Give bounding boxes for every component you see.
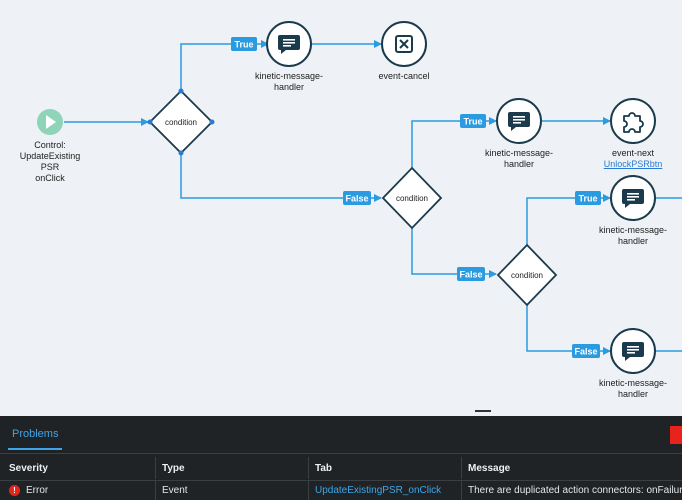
svg-text:True: True	[463, 117, 482, 127]
problems-panel: Problems Severity Type Tab Message ! Err…	[0, 416, 682, 500]
condition-node-1[interactable]: condition	[147, 88, 215, 156]
svg-text:False: False	[574, 347, 597, 357]
message-icon	[622, 189, 644, 208]
condition-label: condition	[396, 194, 428, 203]
handler-label-3: kinetic-message- handler	[588, 225, 678, 247]
panel-close-button[interactable]	[670, 426, 682, 444]
message-icon	[278, 35, 300, 54]
condition-label: condition	[511, 271, 543, 280]
start-label-line: UpdateExisting	[19, 151, 81, 161]
condition-label: condition	[165, 118, 197, 127]
handler-node-2[interactable]	[496, 98, 542, 144]
handler-label-line: kinetic-message-	[598, 225, 668, 235]
false-badge: False	[572, 344, 600, 358]
type-cell: Event	[162, 485, 188, 496]
handler-label-line: kinetic-message-	[484, 148, 554, 158]
false-badge: False	[343, 191, 371, 205]
handler-node-3[interactable]	[610, 175, 656, 221]
event-cancel-label: event-cancel	[364, 71, 444, 82]
severity-text: Error	[26, 485, 49, 496]
problems-table-header: Severity Type Tab Message	[0, 457, 682, 479]
severity-cell: ! Error	[9, 481, 159, 500]
handler-label-line: handler	[617, 236, 649, 246]
svg-text:False: False	[459, 270, 482, 280]
column-header-tab[interactable]: Tab	[315, 462, 333, 474]
svg-text:True: True	[234, 40, 253, 50]
handler-label-line: handler	[273, 82, 305, 92]
event-next-link[interactable]: UnlockPSRbtn	[603, 159, 663, 169]
handler-label-1: kinetic-message- handler	[244, 71, 334, 93]
handler-label-line: handler	[617, 389, 649, 399]
connector-c1-false[interactable]	[180, 151, 382, 202]
column-header-severity[interactable]: Severity	[9, 462, 48, 474]
tab-cell: UpdateExistingPSR_onClick	[315, 481, 465, 500]
table-row[interactable]: ! Error Event UpdateExistingPSR_onClick …	[0, 480, 682, 500]
error-icon: !	[9, 485, 20, 496]
event-cancel-node[interactable]	[381, 21, 427, 67]
handler-label-line: kinetic-message-	[254, 71, 324, 81]
close-box-icon	[395, 35, 413, 53]
message-cell: There are duplicated action connectors: …	[468, 485, 682, 496]
tab-link[interactable]: UpdateExistingPSR_onClick	[315, 485, 442, 496]
true-badge: True	[460, 114, 486, 128]
condition-node-2[interactable]: condition	[381, 166, 443, 230]
handler-label-2: kinetic-message- handler	[474, 148, 564, 170]
event-next-label: event-next UnlockPSRbtn	[593, 148, 673, 170]
event-next-text: event-next	[611, 148, 655, 158]
condition-node-3[interactable]: condition	[496, 243, 558, 307]
start-node[interactable]	[37, 109, 63, 135]
svg-text:False: False	[345, 194, 368, 204]
column-header-message[interactable]: Message	[468, 462, 511, 474]
tab-problems[interactable]: Problems	[8, 428, 63, 450]
true-badge: True	[575, 191, 601, 205]
handler-label-4: kinetic-message- handler	[588, 378, 678, 400]
start-label-line: PSR	[40, 162, 60, 172]
start-node-label: Control: UpdateExisting PSR onClick	[10, 140, 90, 184]
panel-tab-bar: Problems	[0, 416, 682, 454]
message-icon	[508, 112, 530, 131]
event-next-node[interactable]	[610, 98, 656, 144]
handler-label-line: handler	[503, 159, 535, 169]
play-icon	[46, 115, 56, 129]
handler-label-line: kinetic-message-	[598, 378, 668, 388]
svg-text:True: True	[578, 194, 597, 204]
event-cancel-text: event-cancel	[378, 71, 430, 81]
panel-resize-handle[interactable]	[475, 410, 491, 412]
puzzle-icon	[623, 112, 644, 133]
true-badge: True	[231, 37, 257, 51]
false-badge: False	[457, 267, 485, 281]
start-label-line: Control:	[34, 140, 66, 150]
message-icon	[622, 342, 644, 361]
column-header-type[interactable]: Type	[162, 462, 185, 474]
flow-canvas[interactable]: condition condition condition	[0, 0, 682, 416]
flow-diagram: condition condition condition	[37, 21, 682, 374]
start-label-line: onClick	[35, 173, 65, 183]
handler-node-4[interactable]	[610, 328, 656, 374]
handler-node-1[interactable]	[266, 21, 312, 67]
